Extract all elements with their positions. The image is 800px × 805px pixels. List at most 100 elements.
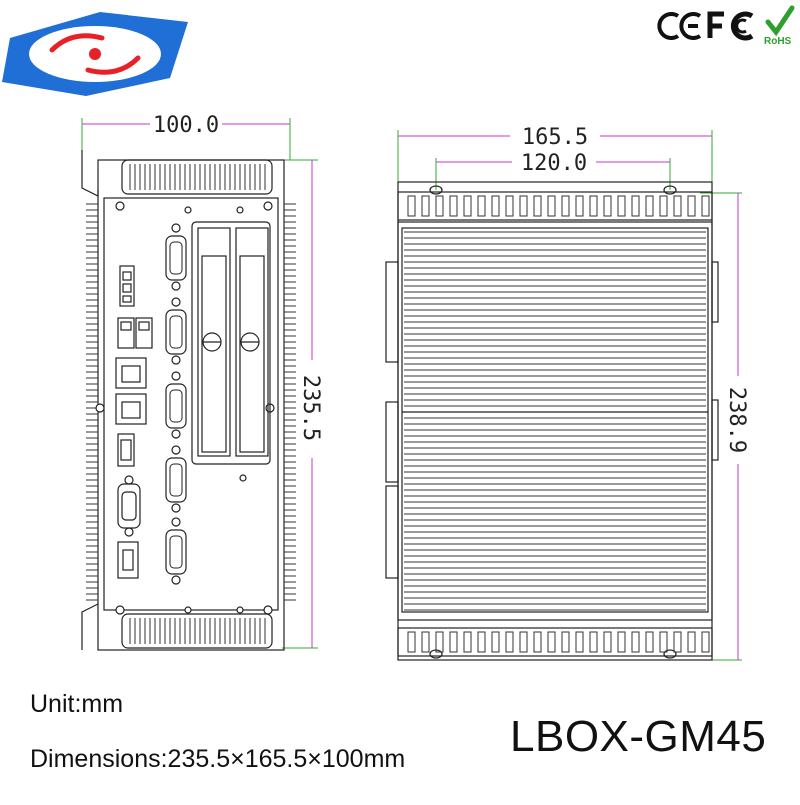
serial-ports bbox=[165, 223, 187, 585]
port-screw bbox=[171, 517, 181, 527]
band-slat bbox=[519, 195, 528, 217]
port-shell bbox=[165, 383, 187, 429]
port-shell bbox=[165, 235, 187, 281]
band-slat bbox=[463, 631, 472, 653]
band-slat bbox=[477, 631, 486, 653]
power-terminal-icon bbox=[119, 265, 135, 307]
serial-port-icon bbox=[165, 371, 187, 439]
band-slat bbox=[645, 631, 654, 653]
dc-in-port-icon bbox=[117, 541, 139, 579]
band-slat bbox=[407, 631, 416, 653]
certification-marks: RoHS bbox=[657, 5, 795, 47]
port-screw bbox=[171, 281, 181, 291]
serial-port-icon bbox=[165, 517, 187, 585]
band-slat bbox=[589, 195, 598, 217]
band-slat bbox=[435, 195, 444, 217]
top-view bbox=[385, 130, 742, 661]
port-screw bbox=[171, 223, 181, 233]
band-slat bbox=[603, 631, 612, 653]
serial-port-icon bbox=[165, 297, 187, 365]
band-slat bbox=[561, 631, 570, 653]
side-width-label: 100.0 bbox=[153, 113, 219, 138]
band-slat bbox=[617, 195, 626, 217]
port-shell bbox=[165, 529, 187, 575]
brand-logo bbox=[2, 12, 188, 96]
band-slat bbox=[547, 631, 556, 653]
port-screw bbox=[171, 371, 181, 381]
hdmi-port-icon bbox=[117, 433, 135, 467]
band-slat bbox=[533, 195, 542, 217]
ethernet-port-1-icon bbox=[115, 357, 147, 389]
band-slat bbox=[561, 195, 570, 217]
top-height-dimension: 238.9 bbox=[724, 193, 749, 660]
top-width-label: 165.5 bbox=[522, 125, 588, 150]
svg-text:RoHS: RoHS bbox=[764, 36, 792, 47]
port-shell bbox=[165, 457, 187, 503]
band-slat bbox=[505, 195, 514, 217]
unit-text: Unit:mm bbox=[30, 690, 124, 718]
band-slat bbox=[435, 631, 444, 653]
ce-mark-icon bbox=[657, 12, 702, 40]
band-slat bbox=[687, 631, 696, 653]
top-width-dimension: 165.5 bbox=[398, 125, 712, 150]
fc-mark-icon bbox=[707, 11, 754, 41]
side-right-fins bbox=[284, 203, 296, 601]
band-slat bbox=[687, 195, 696, 217]
port-pins bbox=[169, 315, 183, 349]
port-screw bbox=[171, 355, 181, 365]
band-slat bbox=[631, 195, 640, 217]
band-slat bbox=[701, 195, 710, 217]
drive-latch-icon bbox=[202, 332, 260, 352]
band-slat bbox=[631, 631, 640, 653]
band-slat bbox=[575, 195, 584, 217]
side-height-dimension: 235.5 bbox=[298, 160, 323, 648]
side-height-label: 235.5 bbox=[298, 375, 323, 441]
band-slat bbox=[617, 631, 626, 653]
dimensions-text: Dimensions:235.5×165.5×100mm bbox=[30, 745, 406, 773]
port-screw bbox=[171, 575, 181, 585]
top-view-end-band-details bbox=[407, 195, 710, 653]
ethernet-port-2-icon bbox=[115, 393, 147, 425]
band-slat bbox=[449, 631, 458, 653]
band-slat bbox=[491, 195, 500, 217]
vga-port-icon bbox=[117, 475, 141, 537]
drive-bays bbox=[191, 221, 271, 465]
port-shell bbox=[165, 309, 187, 355]
band-slat bbox=[463, 195, 472, 217]
side-top-fins bbox=[129, 164, 266, 190]
rohs-mark-icon: RoHS bbox=[764, 5, 795, 47]
band-slat bbox=[589, 631, 598, 653]
port-screw bbox=[171, 297, 181, 307]
band-slat bbox=[603, 195, 612, 217]
port-pins bbox=[169, 463, 183, 497]
top-view-heatsink-fins bbox=[404, 231, 706, 611]
port-screw bbox=[171, 445, 181, 455]
serial-port-icon bbox=[165, 223, 187, 291]
band-slat bbox=[449, 195, 458, 217]
side-width-dimension: 100.0 bbox=[82, 113, 290, 138]
band-slat bbox=[645, 195, 654, 217]
model-name: LBOX-GM45 bbox=[510, 712, 767, 761]
band-slat bbox=[673, 631, 682, 653]
side-bottom-fins bbox=[129, 618, 266, 644]
band-slat bbox=[491, 631, 500, 653]
port-pins bbox=[169, 389, 183, 423]
band-slat bbox=[701, 631, 710, 653]
band-slat bbox=[477, 195, 486, 217]
side-left-fins bbox=[86, 203, 98, 601]
band-slat bbox=[533, 631, 542, 653]
usb-ports-icon bbox=[117, 317, 153, 349]
band-slat bbox=[407, 195, 416, 217]
io-ports bbox=[115, 265, 153, 579]
serial-port-icon bbox=[165, 445, 187, 513]
port-screw bbox=[171, 429, 181, 439]
hole-spacing-dimension: 120.0 bbox=[436, 151, 670, 176]
band-slat bbox=[659, 195, 668, 217]
band-slat bbox=[505, 631, 514, 653]
band-slat bbox=[673, 195, 682, 217]
port-screw bbox=[171, 503, 181, 513]
band-slat bbox=[547, 195, 556, 217]
band-slat bbox=[659, 631, 668, 653]
top-height-label: 238.9 bbox=[724, 387, 749, 453]
